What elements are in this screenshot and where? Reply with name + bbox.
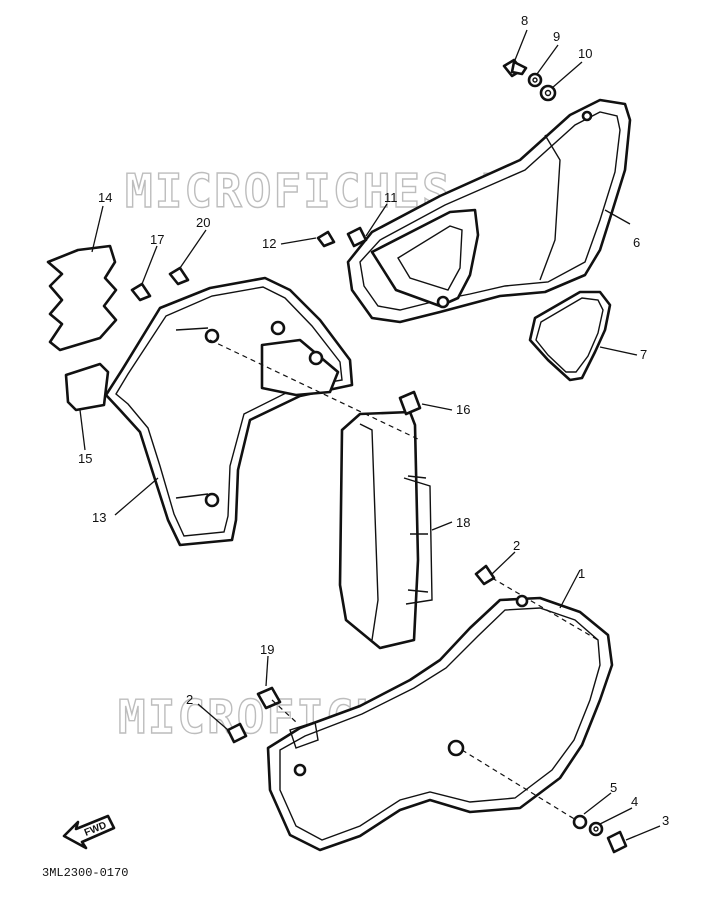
part-2-collar-upper (474, 564, 496, 586)
part-8-bolt (502, 58, 528, 78)
part-1-side-cover-lower (266, 594, 614, 852)
callout-2-lower: 2 (186, 692, 193, 707)
part-12-screw (316, 230, 336, 248)
part-3-bolt (606, 830, 628, 854)
callout-11: 11 (384, 190, 398, 205)
callout-16: 16 (456, 402, 470, 417)
callout-15: 15 (78, 451, 92, 466)
callout-12: 12 (262, 236, 276, 251)
part-13-side-cover-left (104, 276, 354, 547)
callout-20: 20 (196, 215, 210, 230)
part-6-side-cover-upper (346, 98, 632, 324)
callout-9: 9 (553, 29, 560, 44)
callout-5: 5 (610, 780, 617, 795)
callout-10: 10 (578, 46, 592, 61)
part-14-sheet (46, 244, 118, 352)
part-18-duct (338, 410, 433, 650)
part-7-seal (528, 290, 612, 382)
callout-8: 8 (521, 13, 528, 28)
callout-3: 3 (662, 813, 669, 828)
part-11-grommet (346, 226, 368, 248)
part-5-washer (572, 814, 588, 830)
part-4-washer (588, 821, 604, 837)
drawing-code: 3ML2300-0170 (42, 866, 128, 880)
part-16-grommet (398, 390, 422, 416)
callout-18: 18 (456, 515, 470, 530)
callout-19: 19 (260, 642, 274, 657)
callout-14: 14 (98, 190, 112, 205)
part-9-washer (527, 72, 543, 88)
callout-17: 17 (150, 232, 164, 247)
callout-4: 4 (631, 794, 638, 809)
part-15-pad (64, 362, 110, 412)
leader-lines (79, 29, 661, 841)
callout-2-upper: 2 (513, 538, 520, 553)
part-20-screw (168, 266, 190, 286)
fwd-arrow-icon: FWD (62, 814, 116, 850)
callout-13: 13 (92, 510, 106, 525)
part-17-screw (130, 282, 152, 302)
part-2-collar-lower (226, 722, 248, 744)
callout-6: 6 (633, 235, 640, 250)
part-10-washer (539, 84, 557, 102)
callout-7: 7 (640, 347, 647, 362)
callout-1: 1 (578, 566, 585, 581)
